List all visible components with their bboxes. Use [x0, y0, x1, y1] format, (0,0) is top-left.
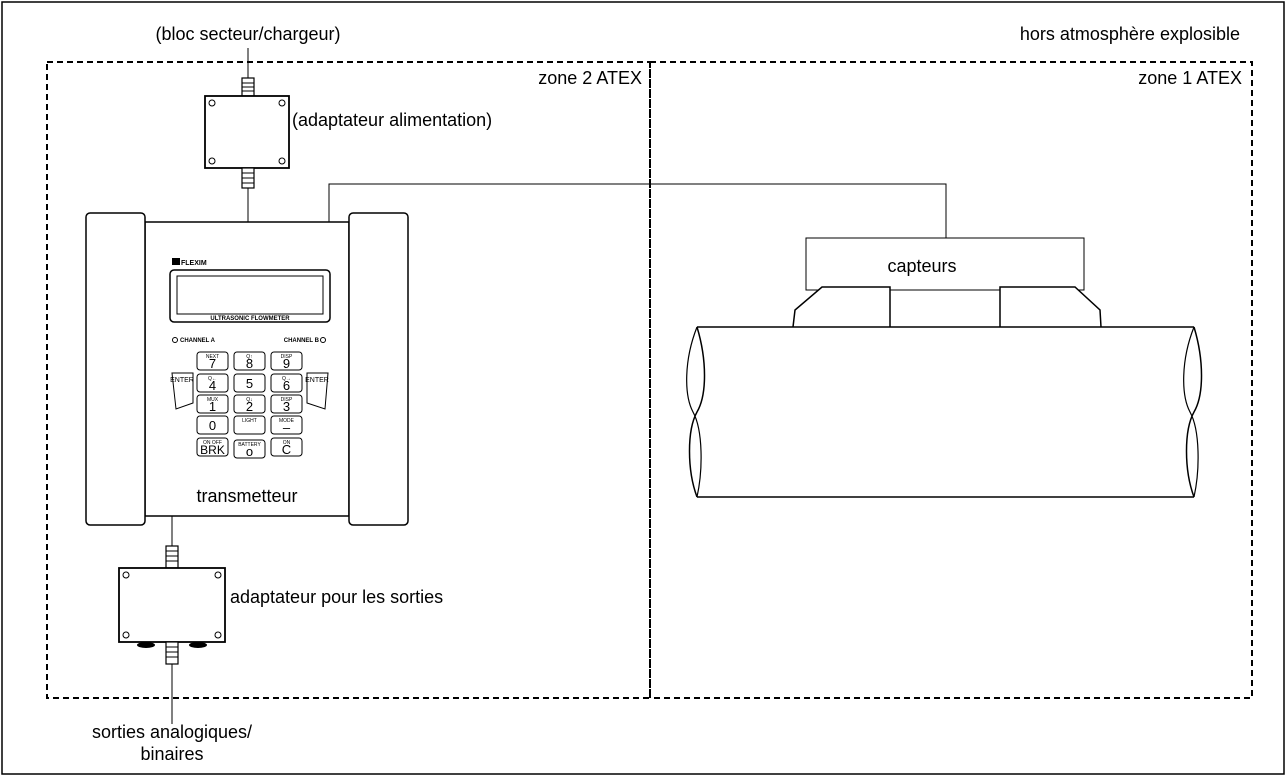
sensor-left [792, 286, 891, 328]
transmitter-right-grip [348, 212, 409, 526]
power-adapter-gland-bottom [241, 167, 255, 189]
key-main-label: 6 [283, 378, 290, 393]
key-main-label: 8 [246, 356, 253, 371]
outputs-label-line2: binaires [140, 744, 203, 764]
key-main-label: C [282, 442, 291, 457]
key-main-label: 3 [283, 399, 290, 414]
key-sub-label: LIGHT [242, 418, 257, 424]
key-main-label: – [283, 420, 291, 435]
key-8[interactable]: Q↑8 [233, 351, 266, 371]
channel-b-led-icon [320, 337, 326, 343]
key-6[interactable]: Q→6 [270, 373, 303, 393]
key-sub-label: DISP [281, 397, 293, 403]
enter-right-label: ENTER [305, 377, 329, 384]
key-4[interactable]: Q←4 [196, 373, 229, 393]
key-0[interactable]: 0 [196, 415, 229, 435]
key-sub-label: MODE [279, 418, 295, 424]
key-sub-label: NEXT [206, 354, 219, 360]
key-main-label: 7 [209, 356, 216, 371]
zone2-frame [46, 61, 651, 699]
zone1-frame [649, 61, 1253, 699]
outputs-label-line1: sorties analogiques/ [92, 722, 252, 742]
key-5[interactable]: 5 [233, 373, 266, 393]
key-main-label: 5 [246, 376, 253, 391]
transmitter: FLEXIM ULTRASONIC FLOWMETER CHANNEL A CH… [85, 212, 409, 526]
key-sub-label: Q↑ [246, 354, 252, 360]
transmitter-label: transmetteur [196, 486, 297, 506]
outside-area-label: hors atmosphère explosible [1020, 24, 1240, 44]
key-sub-label: Q→ [282, 376, 291, 382]
enter-left-label: ENTER [170, 377, 194, 384]
brand-label: FLEXIM [181, 260, 207, 267]
key-sub-label: ON [283, 440, 291, 446]
key-main-label: 2 [246, 399, 253, 414]
key-main-label: 4 [209, 378, 216, 393]
power-adapter-gland-top [241, 77, 255, 97]
sensor-cable [328, 183, 947, 238]
output-adapter-label: adaptateur pour les sorties [230, 587, 443, 607]
display-screen [176, 275, 324, 315]
channel-a-led-icon [172, 337, 178, 343]
key-minus[interactable]: MODE– [270, 415, 303, 435]
charger-label: (bloc secteur/chargeur) [155, 24, 340, 44]
pipe [686, 326, 1203, 498]
key-sub-label: DISP [281, 354, 293, 360]
zone1-label: zone 1 ATEX [1138, 68, 1242, 88]
sensor-right [999, 286, 1102, 328]
flexim-logo-icon [172, 258, 180, 265]
enter-key-right[interactable] [306, 372, 329, 410]
key-sub-label: MUX [207, 397, 219, 403]
output-adapter-box [118, 567, 226, 648]
channel-b-label: CHANNEL B [284, 338, 320, 344]
key-main-label: BRK [200, 443, 225, 457]
key-sub-label: BATTERY [238, 442, 261, 448]
key-main-label: 9 [283, 356, 290, 371]
key-sub-label: Q↓ [246, 397, 252, 403]
sensors-label: capteurs [887, 256, 956, 276]
key-main-label: 1 [209, 399, 216, 414]
output-adapter-gland-bottom [165, 641, 179, 665]
output-adapter-gland-top [165, 545, 179, 569]
key-2[interactable]: Q↓2 [233, 394, 266, 414]
key-sub-label: ON OFF [203, 440, 222, 446]
power-adapter-label: (adaptateur alimentation) [292, 110, 492, 130]
sensor-connection-bracket [805, 237, 1085, 291]
power-adapter-box [204, 95, 290, 169]
key-c[interactable]: ONC [270, 437, 303, 457]
key-light[interactable]: LIGHT [233, 415, 266, 435]
display-caption: ULTRASONIC FLOWMETER [210, 316, 290, 322]
enter-key-left[interactable] [171, 372, 194, 410]
channel-a-label: CHANNEL A [180, 338, 216, 344]
key-sub-label: Q← [208, 376, 217, 382]
key-main-label: 0 [209, 418, 216, 433]
transmitter-left-grip [85, 212, 146, 526]
key-main-label: o [246, 444, 253, 459]
zone2-label: zone 2 ATEX [538, 68, 642, 88]
